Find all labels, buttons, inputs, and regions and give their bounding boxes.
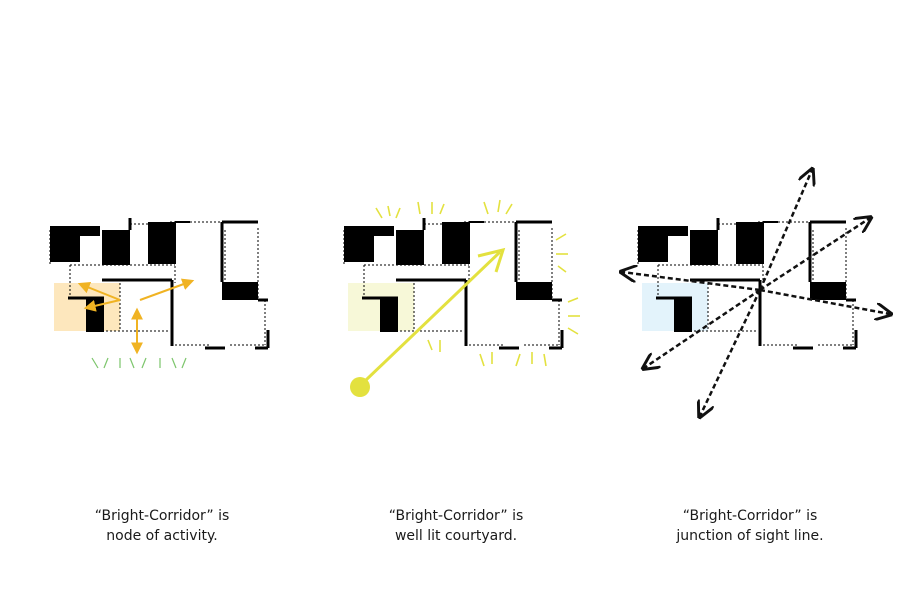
caption-sight: “Bright-Corridor” is junction of sight l… — [620, 506, 880, 546]
building-block — [638, 226, 668, 262]
building-block — [516, 282, 552, 300]
sight-line — [758, 170, 812, 291]
light-ray-tick — [515, 353, 521, 367]
ground-tick — [91, 357, 99, 369]
building-block — [102, 230, 130, 265]
building-block — [344, 226, 374, 262]
building-block — [80, 226, 100, 236]
light-ray-tick — [375, 207, 383, 219]
building-block — [674, 298, 692, 332]
building-block — [810, 282, 846, 300]
building-block — [668, 226, 688, 236]
light-ray-tick — [567, 327, 579, 335]
building-block — [148, 222, 176, 264]
activity-arrow — [139, 278, 195, 301]
building-block — [374, 226, 394, 236]
sight-line — [644, 288, 761, 368]
caption-line-1: “Bright-Corridor” is — [94, 508, 230, 524]
light-ray-tick — [395, 207, 401, 219]
ground-tick — [103, 357, 109, 369]
caption-line-1: “Bright-Corridor” is — [682, 508, 818, 524]
building-block — [736, 222, 764, 264]
light-ray-tick — [567, 297, 579, 303]
light-ray-tick — [557, 265, 567, 273]
ground-tick — [141, 357, 147, 369]
light-ray-head — [477, 247, 506, 273]
building-block — [442, 222, 470, 264]
light-ray-tick — [505, 203, 513, 215]
ground-tick — [181, 357, 187, 369]
caption-line-1: “Bright-Corridor” is — [388, 508, 524, 524]
sight-line — [622, 272, 761, 292]
light-ray-tick — [387, 205, 391, 217]
light-ray-tick — [483, 201, 489, 215]
building-block — [396, 230, 424, 265]
light-ray-tick — [555, 233, 567, 241]
light-ray-tick — [543, 353, 547, 367]
activity-arrow — [83, 299, 121, 312]
light-ray — [364, 250, 502, 382]
sight-line — [759, 288, 890, 314]
light-ray-tick — [427, 339, 433, 351]
building-block — [690, 230, 718, 265]
light-ray-tick — [417, 201, 421, 215]
building-block — [50, 226, 80, 262]
sight-line — [759, 218, 870, 292]
caption-line-2: junction of sight line. — [676, 528, 824, 544]
building-block — [86, 298, 104, 332]
panel-light — [343, 199, 580, 397]
light-ray-tick — [439, 203, 445, 215]
activity-arrow — [77, 281, 121, 301]
building-block — [222, 282, 258, 300]
sight-line — [700, 289, 762, 416]
sun-icon — [350, 377, 370, 397]
panel-sight — [622, 170, 890, 416]
caption-light: “Bright-Corridor” is well lit courtyard. — [326, 506, 586, 546]
caption-activity: “Bright-Corridor” is node of activity. — [32, 506, 292, 546]
ground-tick — [171, 357, 177, 369]
light-ray-tick — [479, 353, 485, 367]
ground-tick — [129, 357, 135, 369]
light-ray-tick — [497, 199, 501, 213]
caption-line-2: well lit courtyard. — [394, 528, 518, 544]
building-block — [380, 298, 398, 332]
caption-line-2: node of activity. — [106, 528, 218, 544]
panel-activity — [49, 218, 270, 369]
